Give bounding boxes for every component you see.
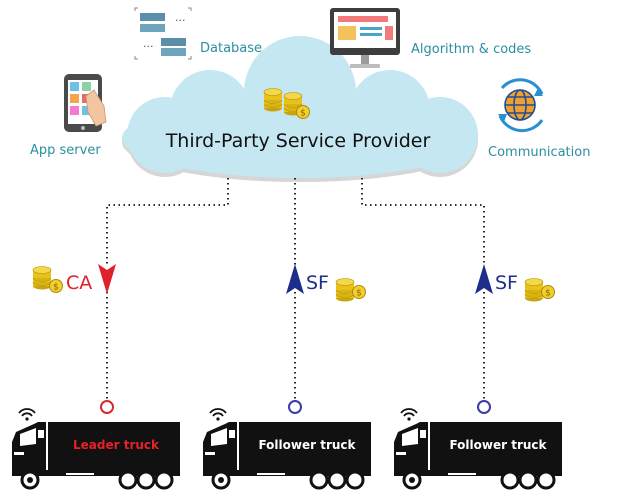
- sf-label-1: SF: [306, 272, 329, 294]
- connector-leader: [106, 178, 229, 400]
- coins-icon: [335, 278, 366, 302]
- leader-truck-port: [100, 400, 114, 414]
- follower-truck-1: Follower truck: [201, 407, 373, 490]
- algorithm-label: Algorithm & codes: [411, 42, 531, 57]
- follower-truck-2-label: Follower truck: [449, 438, 547, 452]
- coins-icon: [32, 266, 63, 293]
- follower-truck-1-port: [288, 400, 302, 414]
- up-arrow-icon: [286, 264, 304, 294]
- globe-communication-icon: [498, 78, 544, 133]
- cloud-shape: [122, 36, 478, 182]
- cloud-title: Third-Party Service Provider: [165, 130, 431, 152]
- follower-truck-2-port: [477, 400, 491, 414]
- phone-app-icon: [64, 74, 107, 132]
- svg-text:···: ···: [143, 40, 154, 53]
- up-arrow-icon: [475, 264, 493, 294]
- monitor-icon: [330, 8, 400, 68]
- connector-follower-2: [361, 178, 485, 400]
- follower-truck-1-label: Follower truck: [258, 438, 356, 452]
- leader-truck-label: Leader truck: [73, 438, 160, 452]
- database-label: Database: [200, 41, 262, 56]
- database-icon: ··· ···: [134, 7, 192, 60]
- sf-flow-1: SF: [286, 264, 366, 302]
- app-server-label: App server: [30, 143, 101, 158]
- ca-label: CA: [66, 272, 92, 294]
- communication-label: Communication: [488, 145, 590, 160]
- svg-text:···: ···: [175, 14, 186, 27]
- leader-truck: Leader truck: [10, 407, 182, 490]
- sf-label-2: SF: [495, 272, 518, 294]
- ca-flow: CA: [32, 264, 116, 294]
- down-arrow-icon: [98, 264, 116, 294]
- follower-truck-2: Follower truck: [392, 407, 564, 490]
- coins-icon: [524, 278, 555, 302]
- sf-flow-2: SF: [475, 264, 555, 302]
